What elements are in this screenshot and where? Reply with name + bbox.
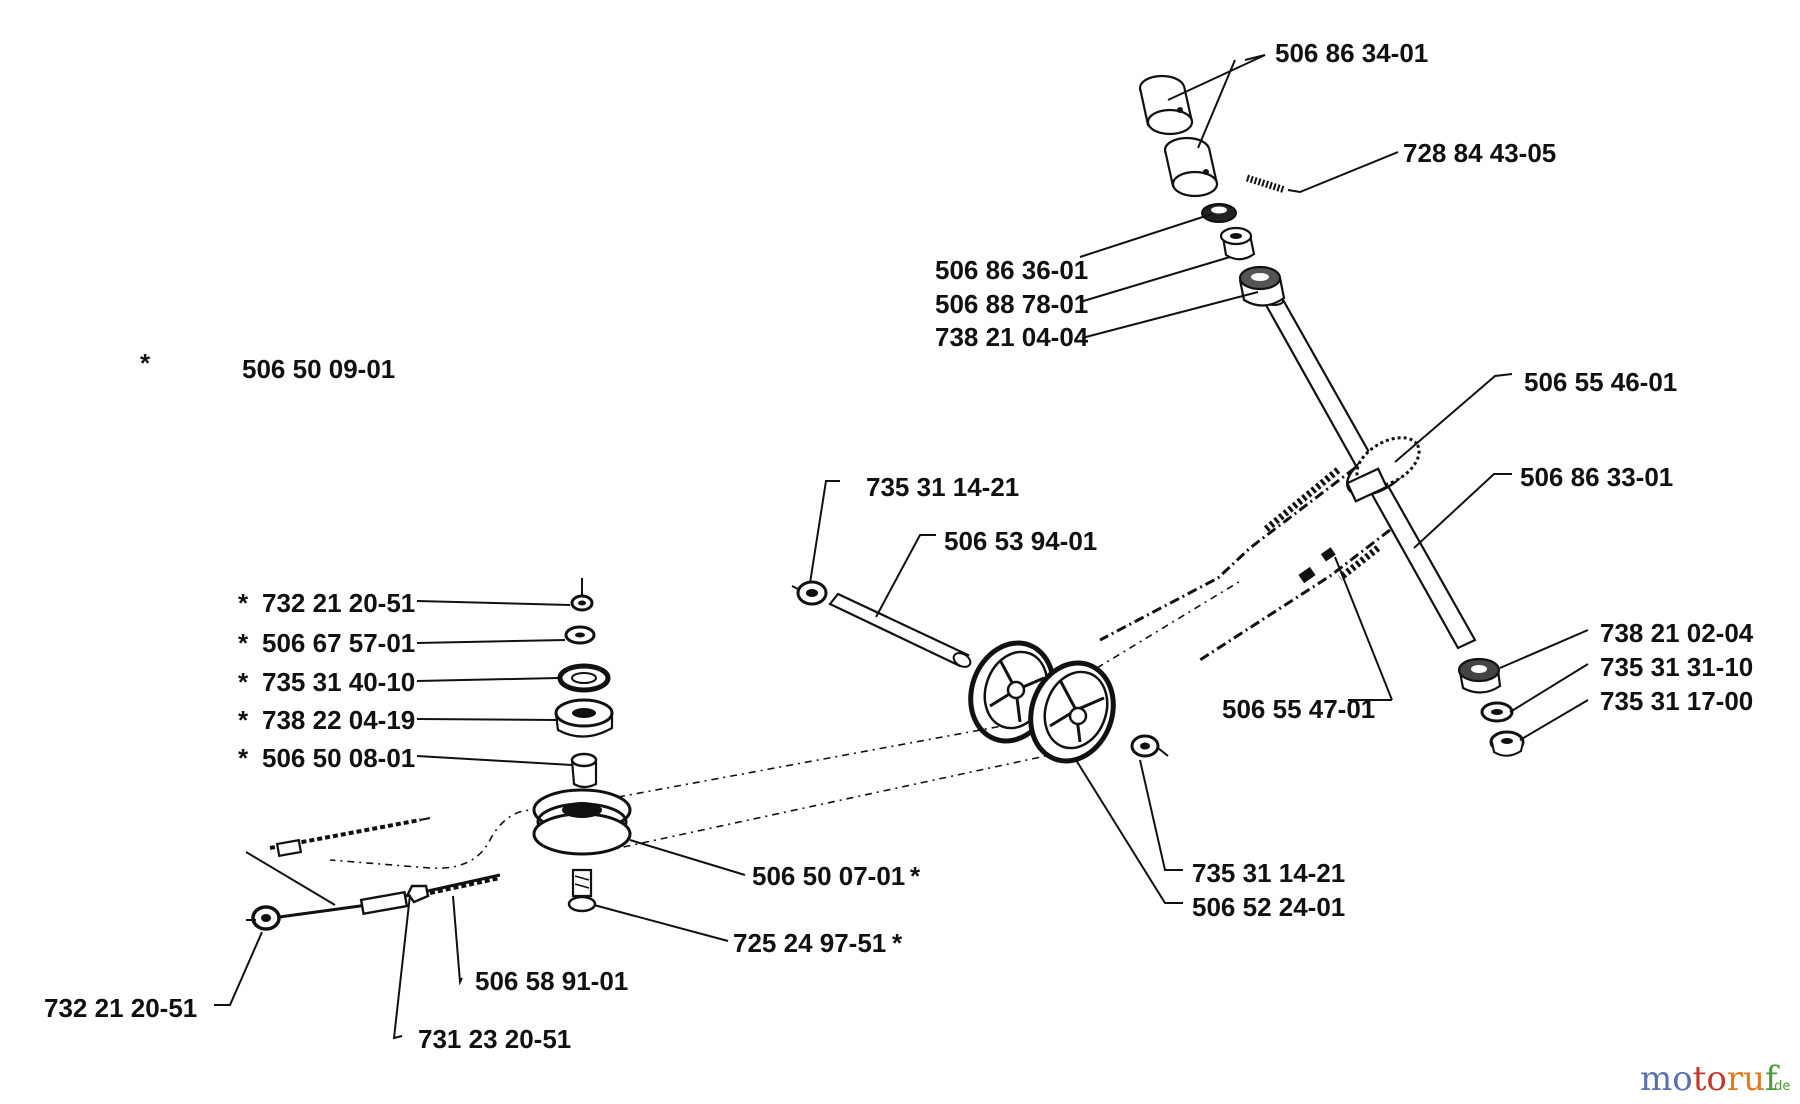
asterisk-5: *: [238, 743, 249, 773]
leader-lines: [214, 54, 1589, 1040]
bushing: [1219, 226, 1256, 261]
asterisk-4: *: [238, 705, 249, 735]
axle-pin: [828, 592, 972, 668]
watermark-tld: .de: [1770, 1079, 1790, 1094]
collar-upper: [1138, 74, 1194, 136]
label-506-52-24-01: 506 52 24-01: [1192, 892, 1345, 922]
cable-end-nut: [246, 905, 281, 931]
label-738-21-04-04: 738 21 04-04: [935, 322, 1089, 352]
motoruf-watermark: motoruf .de: [1640, 1059, 1790, 1099]
set-screw: [1245, 174, 1287, 194]
spacer-washer: [1201, 203, 1237, 223]
drive-belt: [329, 579, 1243, 870]
watermark-brand: motoruf: [1640, 1059, 1780, 1099]
label-506-53-94-01: 506 53 94-01: [944, 526, 1097, 556]
label-506-58-91-01: 506 58 91-01: [475, 966, 628, 996]
label-735-31-31-10: 735 31 31-10: [1600, 652, 1753, 682]
label-506-67-57-01: 506 67 57-01: [262, 628, 415, 658]
label-735-31-17-00: 735 31 17-00: [1600, 686, 1753, 716]
collar-lower: [1163, 136, 1219, 198]
label-732-21-20-51-top: 732 21 20-51: [262, 588, 415, 618]
asterisk-key-marker: *: [140, 348, 151, 378]
axle-assembly: [791, 580, 1169, 764]
asterisk-3: *: [238, 667, 249, 697]
main-pulley: [532, 788, 632, 856]
label-738-22-04-19: 738 22 04-19: [262, 705, 415, 735]
stack-spacer: [570, 752, 598, 789]
label-506-50-08-01: 506 50 08-01: [262, 743, 415, 773]
label-735-31-14-21-bottom: 735 31 14-21: [1192, 858, 1345, 888]
shaft-gear: [1345, 436, 1421, 503]
stack-bearing: [554, 698, 614, 738]
part-number-labels: 506 86 34-01 728 84 43-05 506 86 36-01 5…: [44, 38, 1754, 1054]
asterisk-1: *: [238, 588, 249, 618]
label-506-88-78-01: 506 88 78-01: [935, 289, 1088, 319]
label-506-55-46-01: 506 55 46-01: [1524, 367, 1677, 397]
label-735-31-40-10: 735 31 40-10: [262, 667, 415, 697]
bearing-lower: [1457, 657, 1502, 694]
lower-cable: [245, 817, 501, 920]
upper-shaft-assembly: [1138, 74, 1525, 757]
label-728-84-43-05: 728 84 43-05: [1403, 138, 1556, 168]
label-506-50-07-01: 506 50 07-01: [752, 861, 905, 891]
label-506-50-09-01: 506 50 09-01: [242, 354, 395, 384]
label-506-86-34-01: 506 86 34-01: [1275, 38, 1428, 68]
shaft-nut: [1489, 730, 1525, 757]
label-506-55-47-01: 506 55 47-01: [1222, 694, 1375, 724]
label-731-23-20-51: 731 23 20-51: [418, 1024, 571, 1054]
bearing-upper: [1238, 265, 1286, 307]
stack-spring-washer: [557, 663, 611, 693]
label-725-24-97-51: 725 24 97-51: [733, 928, 886, 958]
axle-nut-left: [791, 580, 828, 606]
axle-nut-right: [1130, 734, 1169, 758]
asterisk-6: *: [910, 861, 921, 891]
label-735-31-14-21-top: 735 31 14-21: [866, 472, 1019, 502]
label-732-21-20-51-bottom: 732 21 20-51: [44, 993, 197, 1023]
label-738-21-02-04: 738 21 02-04: [1600, 618, 1754, 648]
control-cables: [1099, 466, 1391, 662]
label-506-86-33-01: 506 86 33-01: [1520, 462, 1673, 492]
stack-bolt-top: [570, 578, 594, 612]
label-506-86-36-01: 506 86 36-01: [935, 255, 1088, 285]
asterisk-2: *: [238, 628, 249, 658]
lock-washer: [1480, 701, 1514, 723]
pulley-stack: [532, 578, 632, 913]
wheel-front: [1028, 660, 1116, 764]
stack-washer: [564, 625, 596, 645]
pulley-bolt: [567, 868, 597, 913]
asterisk-7: *: [892, 928, 903, 958]
